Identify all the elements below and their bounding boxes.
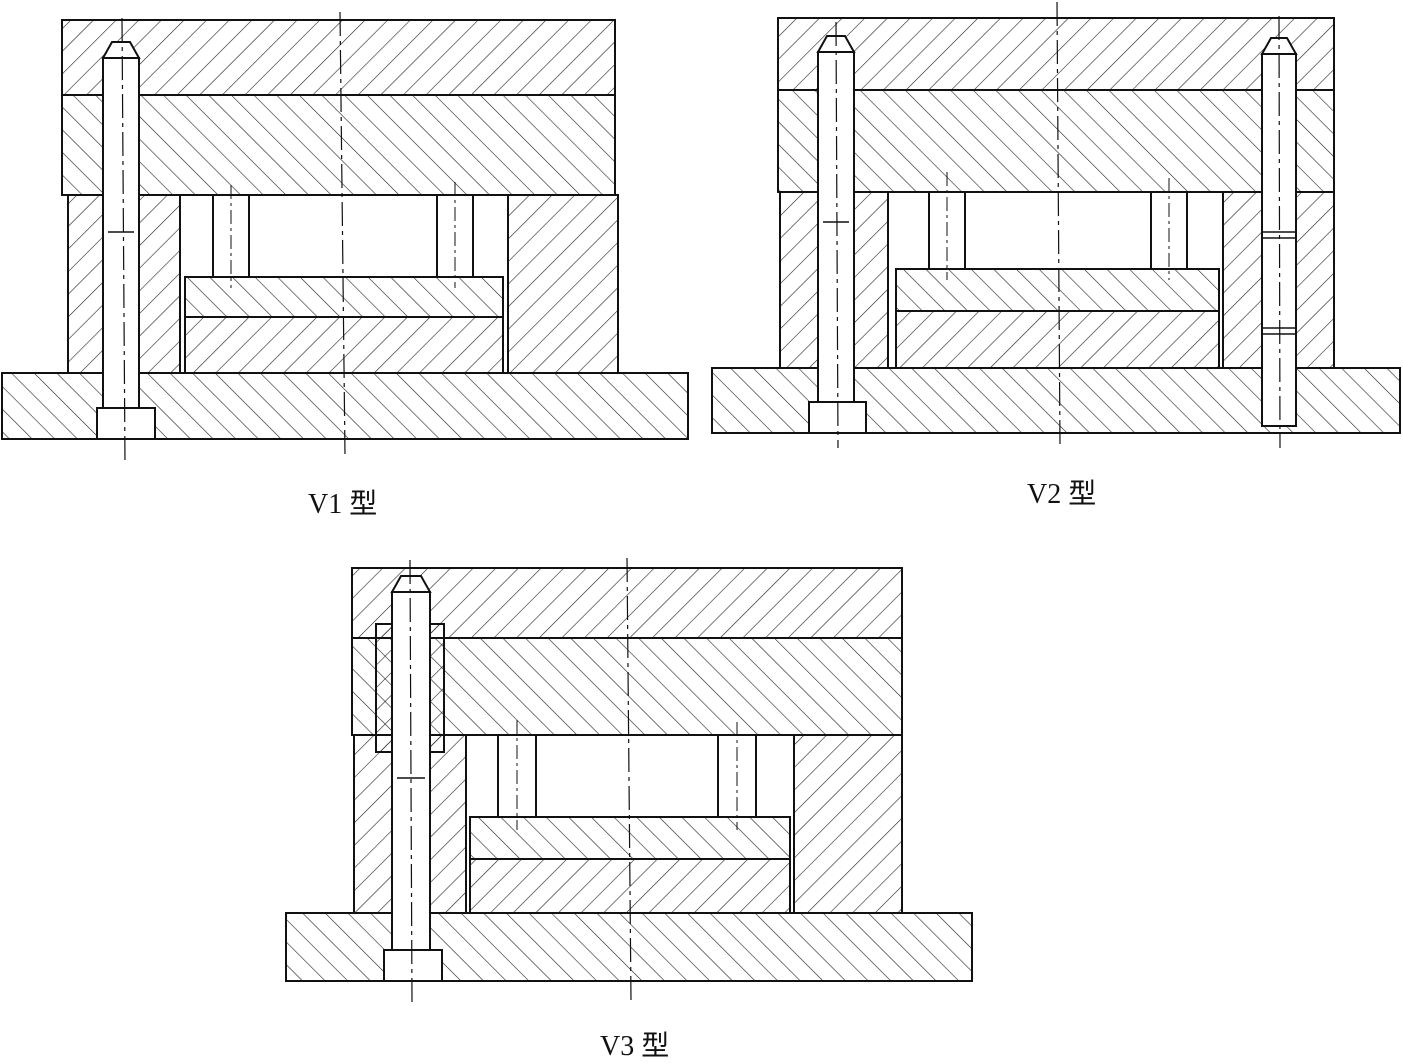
bolt-axis: [409, 559, 413, 1003]
middle-plate: [777, 89, 1335, 193]
right-wall: [507, 194, 619, 374]
pin-axis: [1278, 15, 1281, 449]
guide-bolt-tip: [390, 575, 432, 593]
diagram-v3: [285, 557, 973, 1003]
guide-bolt-shank: [102, 57, 140, 409]
center-line: [626, 557, 632, 1001]
center-line: [1056, 1, 1061, 446]
caption-v3: V3 型: [600, 1031, 670, 1062]
bolt-axis: [835, 21, 839, 449]
center-line: [339, 11, 346, 456]
guide-bolt-head: [96, 407, 156, 440]
bolt-axis: [121, 17, 126, 463]
ejector-plate-lower: [895, 310, 1220, 369]
right-wall: [793, 734, 903, 914]
diagram-v2: [711, 1, 1401, 449]
diagram-v1: [1, 11, 689, 463]
top-plate: [777, 17, 1335, 91]
top-plate: [61, 19, 616, 96]
middle-plate: [61, 94, 616, 196]
guide-bolt-tip: [101, 41, 141, 59]
caption-v2: V2 型: [1027, 479, 1097, 510]
guide-bolt-head: [383, 949, 443, 982]
ejector-plate-upper: [895, 268, 1220, 312]
caption-v1: V1 型: [308, 489, 378, 520]
